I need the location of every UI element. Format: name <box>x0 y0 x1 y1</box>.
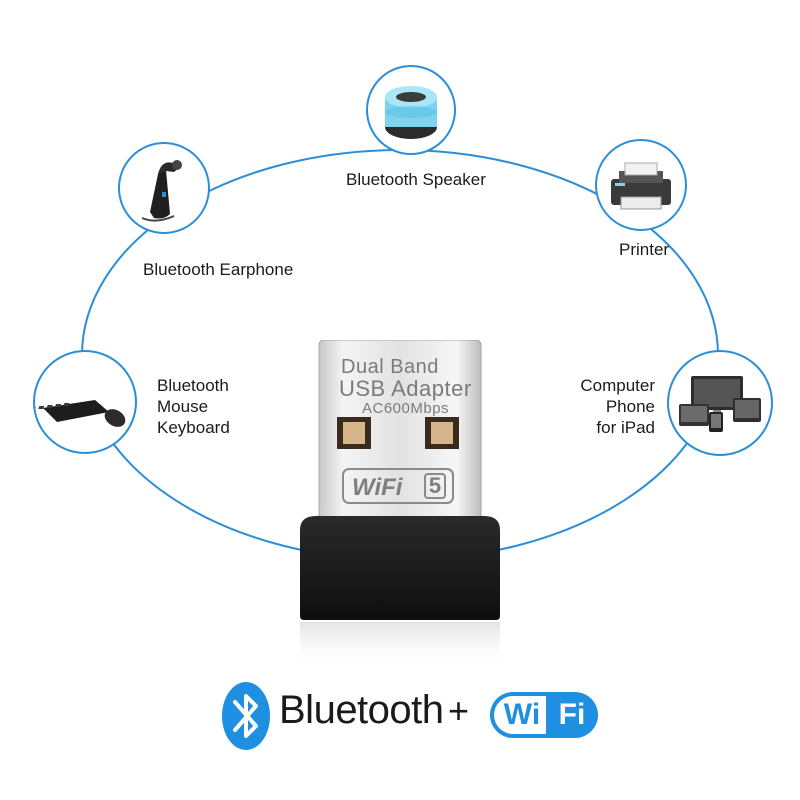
earphone-circle <box>118 142 210 234</box>
plus-sign: + <box>448 690 470 731</box>
label-printer: Printer <box>619 239 669 260</box>
usb-dongle-image <box>300 340 500 670</box>
label-line: Bluetooth <box>157 376 229 395</box>
bluetooth-icon <box>222 682 270 750</box>
dongle-line-1: Dual Band <box>341 356 439 378</box>
label-line: Bluetooth Speaker <box>346 170 486 189</box>
label-earphone: Bluetooth Earphone <box>143 259 293 280</box>
dongle-line-2: USB Adapter <box>339 376 472 401</box>
wifi5-badge: WiFi 5 <box>342 468 454 504</box>
keyboard-mouse-icon <box>35 400 126 427</box>
printer-circle <box>595 139 687 231</box>
wifi-logo: Wi Fi <box>490 692 598 738</box>
earphone-icon <box>141 160 182 222</box>
wifi-logo-left: Wi <box>490 692 550 738</box>
wifi-logo-right: Fi <box>546 692 598 738</box>
label-line: Computer <box>580 376 655 395</box>
label-line: Mouse <box>157 397 209 416</box>
speaker-circle <box>366 65 456 155</box>
footer-logos: Bluetooth + Wi Fi <box>0 675 800 755</box>
wifi5-badge-number: 5 <box>424 473 446 499</box>
label-computer: Computer Phone for iPad <box>560 375 655 438</box>
dongle-line-3: AC600Mbps <box>362 400 450 417</box>
label-mouse-keyboard: Bluetooth Mouse Keyboard <box>157 375 230 438</box>
wifi5-badge-word: WiFi <box>352 474 403 501</box>
speaker-icon <box>385 86 437 139</box>
computer-circle <box>667 350 773 456</box>
bluetooth-word: Bluetooth <box>279 688 444 732</box>
label-line: Phone <box>605 397 655 416</box>
printer-icon <box>611 162 671 210</box>
computer-phone-tablet-icon <box>679 376 761 432</box>
label-line: Keyboard <box>157 418 230 437</box>
label-speaker: Bluetooth Speaker <box>346 169 486 190</box>
label-line: Bluetooth Earphone <box>143 260 294 279</box>
keyboard-mouse-circle <box>33 350 137 454</box>
label-line: Printer <box>619 240 670 259</box>
label-line: for iPad <box>596 418 655 437</box>
